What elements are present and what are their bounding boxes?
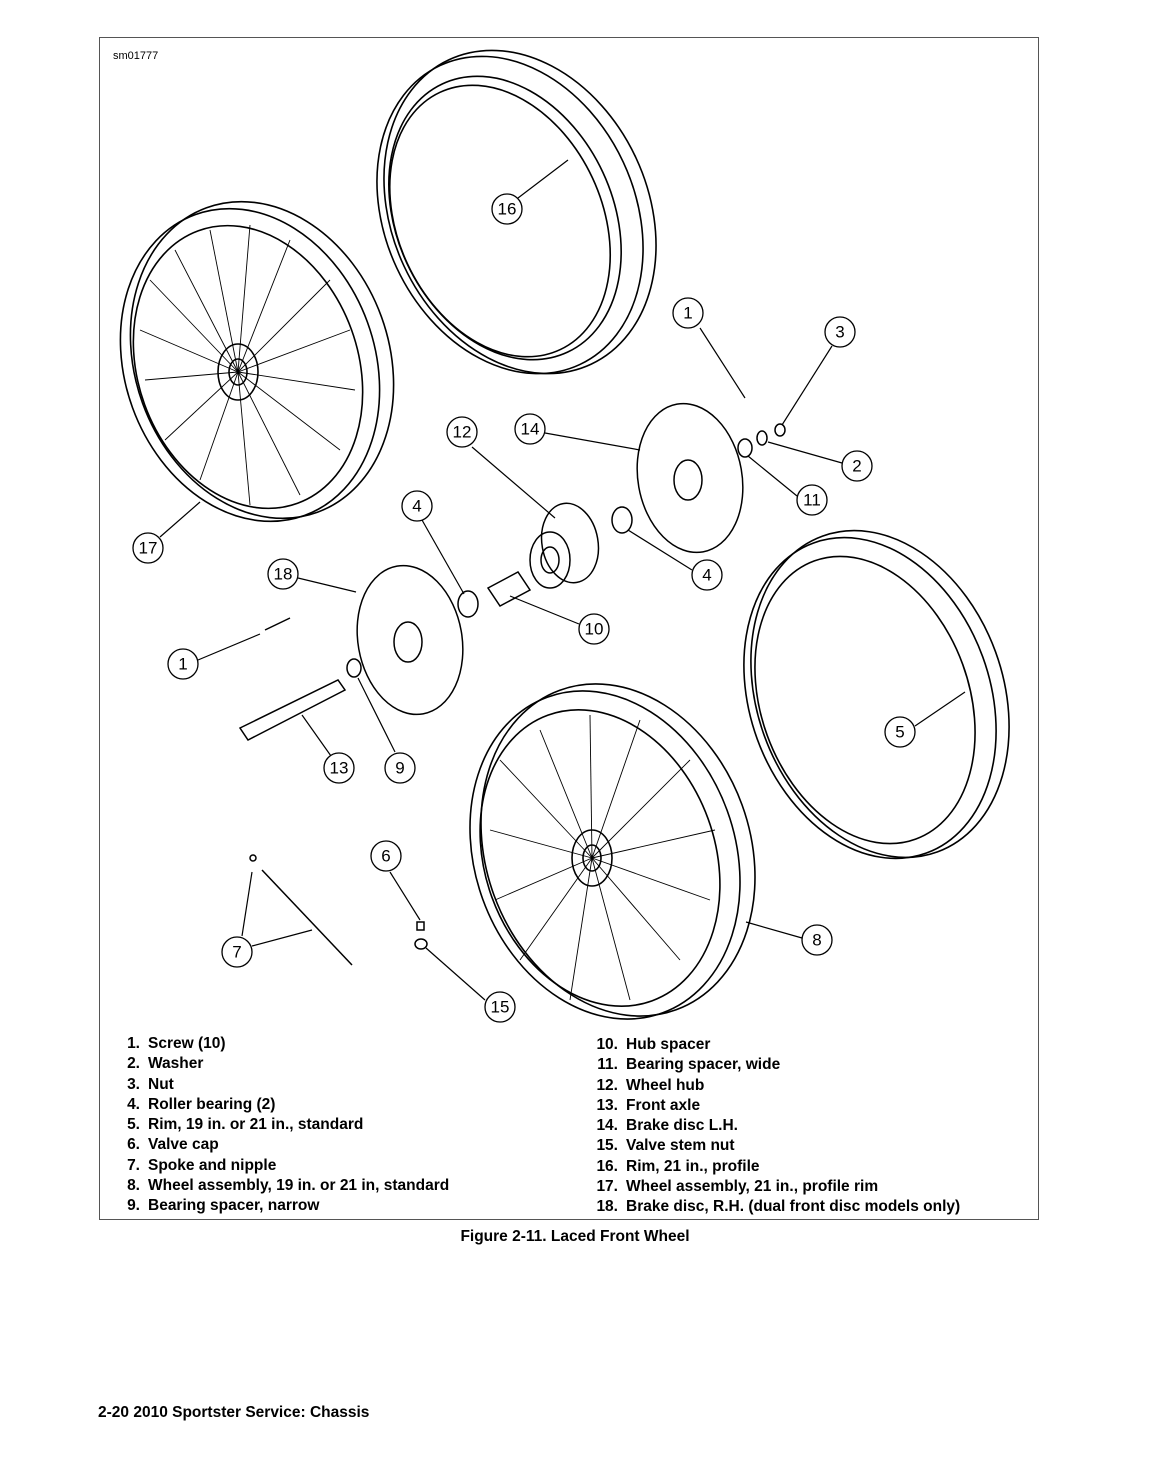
- callout-10: 10: [578, 613, 610, 645]
- legend-item: 4.Roller bearing (2): [127, 1095, 276, 1113]
- svg-text:2: 2: [852, 457, 861, 476]
- callout-3: 3: [824, 316, 856, 348]
- callout-15: 15: [484, 991, 516, 1023]
- legend-item: 13.Front axle: [596, 1096, 701, 1114]
- wheel-hub-12-drawing: [529, 502, 600, 589]
- callout-7: 7: [221, 936, 253, 968]
- svg-text:8: 8: [812, 931, 821, 950]
- brake-disc-18-drawing: [356, 564, 464, 716]
- legend-left: 1.Screw (10) 2.Washer 3.Nut 4.Roller bea…: [118, 1034, 449, 1217]
- svg-text:7: 7: [232, 943, 241, 962]
- callout-13: 13: [323, 752, 355, 784]
- callout-2: 2: [841, 450, 873, 482]
- callout-1-left: 1: [167, 648, 199, 680]
- callout-8: 8: [801, 924, 833, 956]
- legend-item: 14.Brake disc L.H.: [596, 1117, 738, 1135]
- legend-item: 11.Bearing spacer, wide: [597, 1056, 781, 1074]
- svg-text:17: 17: [139, 539, 158, 558]
- legend-item: 8.Wheel assembly, 19 in. or 21 in, stand…: [127, 1177, 450, 1195]
- svg-text:10: 10: [585, 620, 604, 639]
- legend-item: 12.Wheel hub: [596, 1076, 705, 1094]
- svg-text:13: 13: [330, 759, 349, 778]
- callout-5: 5: [884, 716, 916, 748]
- svg-text:3: 3: [835, 323, 844, 342]
- callout-16: 16: [491, 193, 523, 225]
- legend-item: 15.Valve stem nut: [596, 1137, 735, 1155]
- legend-item: 1.Screw (10): [127, 1035, 226, 1052]
- svg-text:16: 16: [498, 200, 517, 219]
- spoke-valve-drawing: [249, 617, 428, 966]
- callout-18: 18: [267, 558, 299, 590]
- callout-4-left: 4: [401, 490, 433, 522]
- small-parts-drawing: [346, 423, 786, 678]
- svg-text:4: 4: [412, 497, 421, 516]
- callout-17: 17: [132, 532, 164, 564]
- svg-text:5: 5: [895, 723, 904, 742]
- svg-text:1: 1: [683, 304, 692, 323]
- rim-16-drawing: [376, 49, 657, 375]
- legend-item: 16.Rim, 21 in., profile: [596, 1157, 760, 1175]
- svg-text:18: 18: [274, 565, 293, 584]
- front-axle-13-drawing: [238, 679, 347, 741]
- callout-1-top: 1: [672, 297, 704, 329]
- callout-4-right: 4: [691, 559, 723, 591]
- callout-11: 11: [796, 484, 828, 516]
- legend-item: 2.Washer: [127, 1055, 204, 1073]
- legend-item: 5.Rim, 19 in. or 21 in., standard: [127, 1116, 364, 1134]
- figure-caption: Figure 2-11. Laced Front Wheel: [460, 1228, 690, 1245]
- svg-text:1: 1: [178, 655, 187, 674]
- callout-12: 12: [446, 416, 478, 448]
- legend-item: 17.Wheel assembly, 21 in., profile rim: [596, 1178, 879, 1196]
- svg-text:12: 12: [453, 423, 472, 442]
- legend-item: 7.Spoke and nipple: [127, 1156, 277, 1174]
- svg-text:9: 9: [395, 759, 404, 778]
- svg-text:15: 15: [491, 998, 510, 1017]
- figure-id: sm01777: [113, 50, 159, 62]
- callout-6: 6: [370, 840, 402, 872]
- svg-text:11: 11: [803, 491, 821, 510]
- callout-9: 9: [384, 752, 416, 784]
- brake-disc-14-drawing: [636, 402, 744, 554]
- legend-item: 9.Bearing spacer, narrow: [127, 1197, 320, 1215]
- hub-spacer-10-drawing: [486, 571, 532, 607]
- svg-text:6: 6: [381, 847, 390, 866]
- rim-5-drawing: [743, 529, 1010, 860]
- svg-text:14: 14: [521, 420, 540, 439]
- page-footer: 2-20 2010 Sportster Service: Chassis: [98, 1404, 370, 1421]
- wheel-17-drawing: [119, 200, 395, 523]
- legend-item: 6.Valve cap: [127, 1136, 219, 1154]
- legend-right: 10.Hub spacer 11.Bearing spacer, wide 12…: [596, 1035, 960, 1218]
- leader-lines: [159, 159, 966, 1001]
- legend-item: 18.Brake disc, R.H. (dual front disc mod…: [596, 1198, 961, 1216]
- figure-frame: [99, 37, 1039, 1220]
- legend-item: 10.Hub spacer: [596, 1036, 711, 1053]
- callout-14: 14: [514, 413, 546, 445]
- svg-text:4: 4: [702, 566, 711, 585]
- legend-item: 3.Nut: [127, 1075, 174, 1093]
- wheel-8-drawing: [469, 683, 756, 1020]
